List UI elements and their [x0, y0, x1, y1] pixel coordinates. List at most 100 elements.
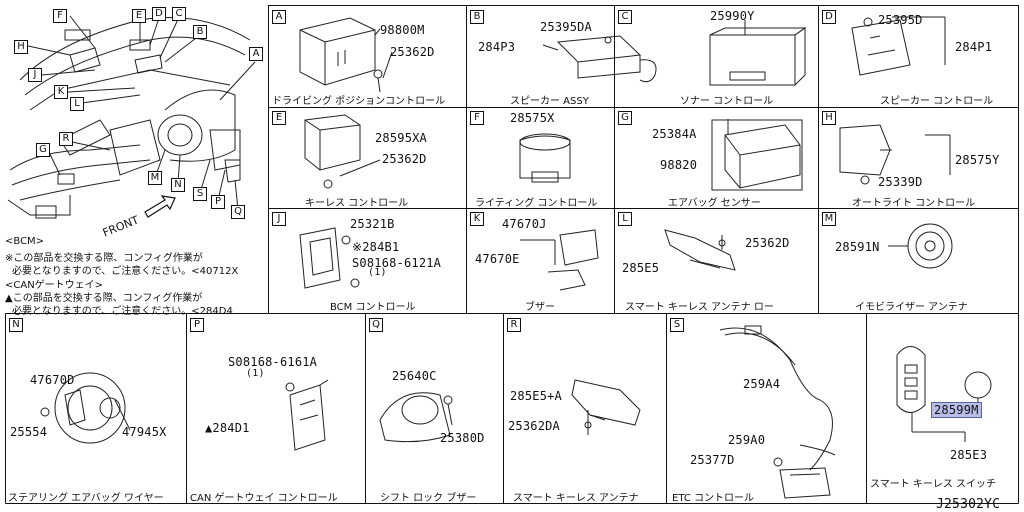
- callout-a[interactable]: A: [249, 47, 263, 61]
- callout-n[interactable]: N: [171, 178, 185, 192]
- callout-b[interactable]: B: [193, 25, 207, 39]
- panel-f-letter: F: [470, 111, 484, 125]
- panel-s-part-3[interactable]: 25377D: [690, 453, 735, 467]
- panel-j-letter: J: [272, 212, 286, 226]
- panel-r-letter: R: [507, 318, 521, 332]
- panel-k-letter: K: [470, 212, 484, 226]
- callout-q[interactable]: Q: [231, 205, 245, 219]
- callout-k[interactable]: K: [54, 85, 68, 99]
- panel-m-letter: M: [822, 212, 836, 226]
- panel-n-part-2[interactable]: 25554: [10, 425, 48, 439]
- panel-s-letter: S: [670, 318, 684, 332]
- panel-a-caption: ドライビング ポジションコントロール: [272, 96, 446, 107]
- panel-h-letter: H: [822, 111, 836, 125]
- panel-b-part-2[interactable]: 284P3: [478, 40, 516, 54]
- panel-s-part-2[interactable]: 259A0: [728, 433, 766, 447]
- panel-t-part-2[interactable]: 285E3: [950, 448, 988, 462]
- bcm-note-line1: ※この部品を交換する際、コンフィグ作業が: [5, 253, 203, 264]
- panel-b-part-1[interactable]: 25395DA: [540, 20, 592, 34]
- callout-j[interactable]: J: [28, 68, 42, 82]
- panel-l-caption: スマート キーレス アンテナ ロー: [625, 302, 774, 313]
- panel-d-caption: スピーカー コントロール: [880, 96, 994, 107]
- panel-n-part-3[interactable]: 47945X: [122, 425, 167, 439]
- panel-b-caption: スピーカー ASSY: [510, 96, 589, 107]
- panel-e-letter: E: [272, 111, 286, 125]
- bcm-note-title: <BCM>: [5, 236, 45, 247]
- panel-k-caption: ブザー: [525, 302, 555, 313]
- panel-a-letter: A: [272, 10, 286, 24]
- panel-q-part-1[interactable]: 25640C: [392, 369, 437, 383]
- panel-j-caption: BCM コントロール: [330, 302, 416, 313]
- panel-p-caption: CAN ゲートウェイ コントロール: [190, 493, 338, 504]
- panel-a-part-1[interactable]: 98800M: [380, 23, 425, 37]
- panel-k-part-1[interactable]: 47670J: [502, 217, 547, 231]
- panel-r-part-1[interactable]: 285E5+A: [510, 389, 562, 403]
- callout-p[interactable]: P: [211, 195, 225, 209]
- panel-h-part-1[interactable]: 28575Y: [955, 153, 1000, 167]
- panel-m-caption: イモビライザー アンテナ: [855, 302, 968, 313]
- panel-f-part-1[interactable]: 28575X: [510, 111, 555, 125]
- panel-r-caption: スマート キーレス アンテナ: [513, 493, 639, 504]
- panel-h-part-2[interactable]: 25339D: [878, 175, 923, 189]
- can-note-line1: ▲この部品を交換する際、コンフィグ作業が: [5, 293, 203, 304]
- callout-m[interactable]: M: [148, 171, 162, 185]
- bcm-note-line2: 必要となりますので、ご注意ください。<40712X: [12, 266, 239, 277]
- diagram-code: J25302YC: [936, 497, 1001, 512]
- panel-q-letter: Q: [369, 318, 383, 332]
- callout-f[interactable]: F: [53, 9, 67, 23]
- panel-l-letter: L: [618, 212, 632, 226]
- panel-s-part-1[interactable]: 259A4: [743, 377, 781, 391]
- panel-c-caption: ソナー コントロール: [680, 96, 774, 107]
- panel-l-part-1[interactable]: 25362D: [745, 236, 790, 250]
- callout-e[interactable]: E: [132, 9, 146, 23]
- panel-b-letter: B: [470, 10, 484, 24]
- panel-e-part-1[interactable]: 28595XA: [375, 131, 427, 145]
- panel-j-part-3[interactable]: S08168-6121A: [352, 256, 442, 270]
- panel-s-caption: ETC コントロール: [672, 493, 755, 504]
- panel-h-caption: オートライト コントロール: [852, 198, 976, 209]
- callout-c[interactable]: C: [172, 7, 186, 21]
- panel-g-letter: G: [618, 111, 632, 125]
- panel-c-letter: C: [618, 10, 632, 24]
- panel-g-part-1[interactable]: 25384A: [652, 127, 697, 141]
- panel-f-caption: ライティング コントロール: [475, 198, 598, 209]
- panel-p-part-2[interactable]: ▲284D1: [205, 421, 250, 435]
- panel-q-part-2[interactable]: 25380D: [440, 431, 485, 445]
- panel-d-letter: D: [822, 10, 836, 24]
- panel-a-part-2[interactable]: 25362D: [390, 45, 435, 59]
- panel-j-part-qty: (1): [368, 267, 387, 278]
- panel-k-part-2[interactable]: 47670E: [475, 252, 520, 266]
- panel-t-caption: スマート キーレス スイッチ: [870, 479, 997, 490]
- panel-p-letter: P: [190, 318, 204, 332]
- callout-s[interactable]: S: [193, 187, 207, 201]
- callout-r[interactable]: R: [59, 132, 73, 146]
- panel-r-part-2[interactable]: 25362DA: [508, 419, 560, 433]
- panel-g-caption: エアバッグ センサー: [668, 198, 761, 209]
- panel-t-part-1-highlighted[interactable]: 28599M: [931, 402, 982, 418]
- callout-h[interactable]: H: [14, 40, 28, 54]
- panel-n-caption: ステアリング エアバッグ ワイヤー: [8, 493, 164, 504]
- panel-j-part-2[interactable]: ※284B1: [352, 240, 400, 254]
- panel-m-part-1[interactable]: 28591N: [835, 240, 880, 254]
- panel-e-part-2[interactable]: 25362D: [382, 152, 427, 166]
- can-note-line2: 必要となりますので、ご注意ください。<284D4: [12, 306, 233, 317]
- panel-l-part-2[interactable]: 285E5: [622, 261, 660, 275]
- panel-p-part-qty: (1): [246, 368, 265, 379]
- panel-g-part-2[interactable]: 98820: [660, 158, 698, 172]
- panel-e-caption: キーレス コントロール: [305, 198, 409, 209]
- can-note-title: <CANゲートウェイ>: [5, 280, 104, 291]
- panel-n-part-1[interactable]: 47670D: [30, 373, 75, 387]
- panel-n-letter: N: [9, 318, 23, 332]
- panel-j-part-1[interactable]: 25321B: [350, 217, 395, 231]
- panel-d-part-1[interactable]: 25395D: [878, 13, 923, 27]
- panel-p-part-1[interactable]: S08168-6161A: [228, 355, 318, 369]
- callout-g[interactable]: G: [36, 143, 50, 157]
- panel-q-caption: シフト ロック ブザー: [380, 493, 477, 504]
- callout-d[interactable]: D: [152, 7, 166, 21]
- panel-c-part-1[interactable]: 25990Y: [710, 9, 755, 23]
- panel-d-part-2[interactable]: 284P1: [955, 40, 993, 54]
- callout-l[interactable]: L: [70, 97, 84, 111]
